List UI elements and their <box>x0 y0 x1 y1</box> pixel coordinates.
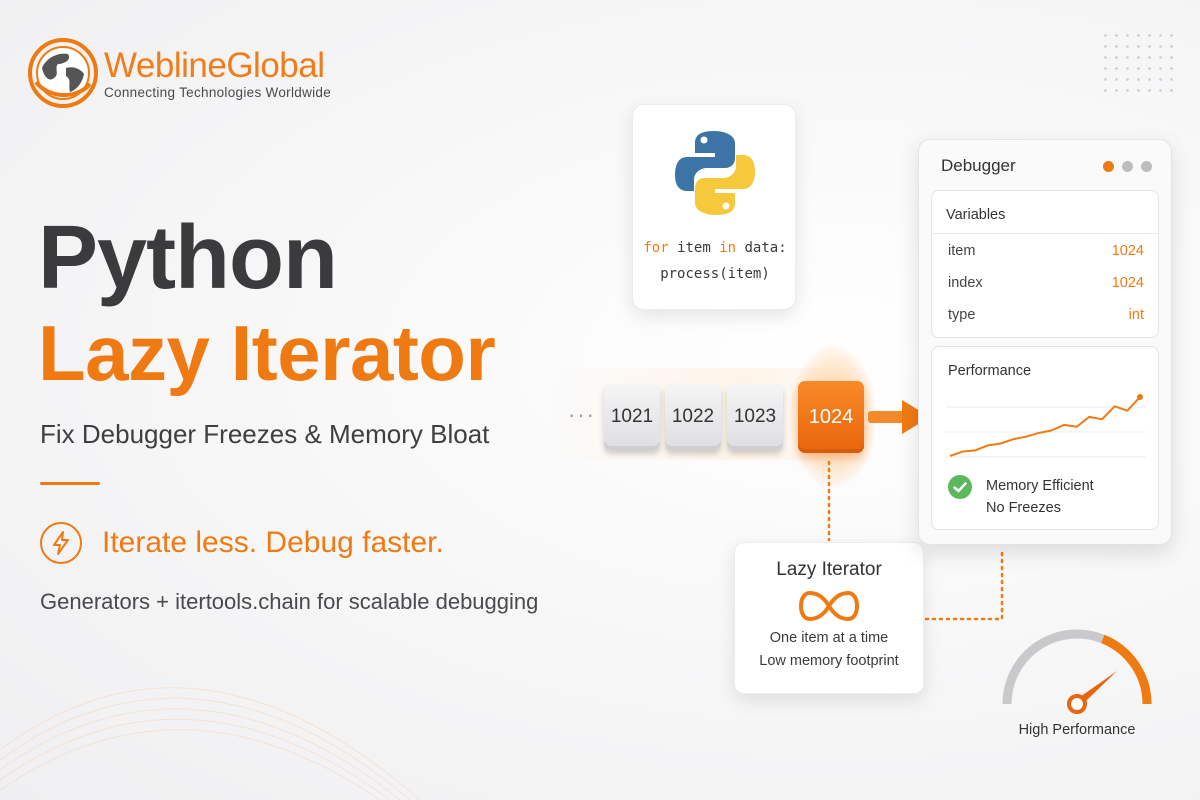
iterator-item: 1022 <box>665 384 721 450</box>
hero-tagline: Iterate less. Debug faster. <box>102 526 444 559</box>
globe-logo-icon <box>28 38 98 108</box>
performance-trend-chart <box>946 394 1146 458</box>
variables-header: Variables <box>946 207 1006 223</box>
lazy-card-title: Lazy Iterator <box>776 559 882 580</box>
window-dot-orange[interactable] <box>1103 161 1114 172</box>
variable-value: int <box>1128 307 1144 323</box>
iterator-item: 1023 <box>727 384 783 450</box>
hero-title-line2: Lazy Iterator <box>38 309 496 397</box>
lazy-card-line1: One item at a time <box>769 630 889 646</box>
keyword-for: for <box>643 240 669 256</box>
status-memory-efficient: Memory Efficient <box>986 478 1094 494</box>
iterator-item-active: 1024 <box>798 381 864 453</box>
iterator-item: 1021 <box>604 384 660 450</box>
variable-row[interactable]: item 1024 <box>948 243 1144 259</box>
infinity-icon <box>798 590 860 622</box>
variables-divider <box>932 233 1158 234</box>
gauge-fill <box>1100 634 1152 705</box>
hero-tagline-row: Iterate less. Debug faster. <box>40 522 444 564</box>
code-iterable: data: <box>736 240 787 256</box>
variable-name: index <box>948 275 983 291</box>
dot-grid-decoration <box>1100 30 1180 100</box>
performance-gauge-icon <box>1002 629 1152 714</box>
variable-name: item <box>948 243 976 259</box>
hero-description: Generators + itertools.chain for scalabl… <box>40 589 539 614</box>
ellipsis-indicator: ··· <box>568 402 596 427</box>
check-circle-icon <box>948 475 972 499</box>
status-no-freezes: No Freezes <box>986 500 1061 516</box>
performance-section: Performance Memory Efficient No Freezes <box>931 346 1159 530</box>
lightning-bolt-icon <box>40 522 82 564</box>
accent-divider <box>40 482 100 485</box>
variable-name: type <box>948 307 976 323</box>
hero-subtitle: Fix Debugger Freezes & Memory Bloat <box>40 419 490 449</box>
python-code-card: for item in data: process(item) <box>632 104 796 310</box>
python-code-snippet: for item in data: process(item) <box>633 235 797 287</box>
performance-header: Performance <box>948 363 1032 379</box>
lazy-iterator-card: Lazy Iterator One item at a time Low mem… <box>734 542 924 694</box>
performance-status: Memory Efficient No Freezes <box>986 475 1094 519</box>
variable-row[interactable]: index 1024 <box>948 275 1144 291</box>
debugger-title: Debugger <box>941 156 1016 175</box>
brand-tagline: Connecting Technologies Worldwide <box>104 84 332 100</box>
lazy-card-line2: Low memory footprint <box>759 653 899 669</box>
gauge-needle <box>1074 670 1118 708</box>
variable-value: 1024 <box>1111 275 1144 291</box>
code-var: item <box>668 240 720 256</box>
brand-logo[interactable]: WeblineGlobal Connecting Technologies Wo… <box>28 38 331 108</box>
gauge-hub <box>1067 694 1087 714</box>
hero-title-line1: Python <box>38 208 338 308</box>
variable-row[interactable]: type int <box>948 307 1144 323</box>
debugger-panel[interactable]: Debugger Variables item 1024 index 1024 … <box>918 139 1172 545</box>
background-waves <box>0 687 421 800</box>
trend-end-point <box>1137 394 1143 400</box>
performance-trend-line <box>949 396 1141 457</box>
code-line-2: process(item) <box>660 266 770 282</box>
code-line-1: for item in data: <box>633 235 797 261</box>
arrow-right-icon <box>868 400 930 434</box>
variable-value: 1024 <box>1111 243 1144 259</box>
dotted-connector-lines <box>827 460 1004 621</box>
brand-name: WeblineGlobal <box>104 45 325 85</box>
variables-section: Variables item 1024 index 1024 type int <box>931 190 1159 338</box>
gauge-track <box>1002 629 1105 705</box>
window-dot-gray[interactable] <box>1122 161 1133 172</box>
python-logo-icon <box>675 131 755 215</box>
keyword-in: in <box>719 240 737 256</box>
gauge-label: High Performance <box>1018 722 1136 738</box>
window-dot-gray[interactable] <box>1141 161 1152 172</box>
